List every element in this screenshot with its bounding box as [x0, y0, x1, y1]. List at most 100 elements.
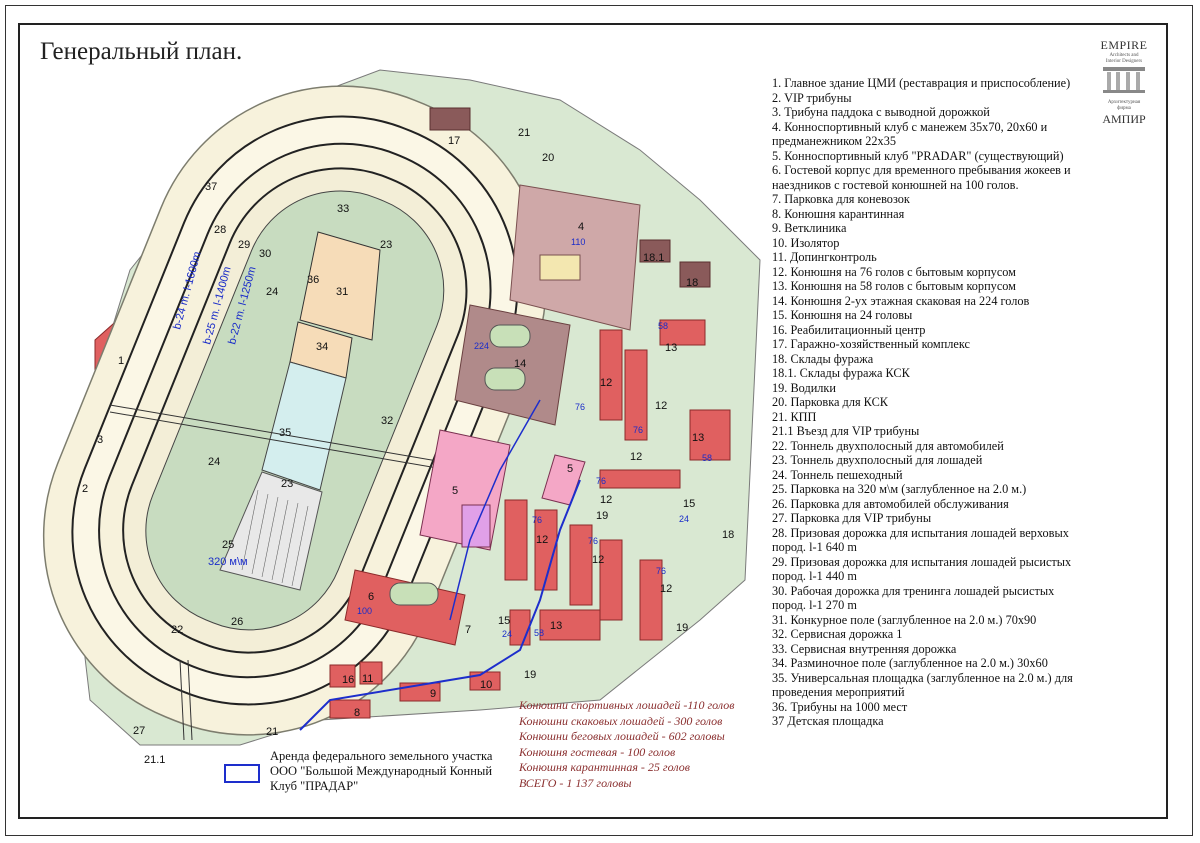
legend-item: 14. Конюшня 2-ух этажная скаковая на 224… — [772, 293, 1030, 308]
plan-number: 24 — [208, 456, 220, 468]
parking-stalls — [241, 489, 309, 587]
legend-item: 36. Трибуны на 1000 мест — [772, 699, 908, 714]
plan-number: 25 — [222, 539, 234, 551]
legend-item: 32. Сервисная дорожка 1 — [772, 627, 903, 641]
legend-item: 30. Рабочая дорожка для тренинга лошадей… — [772, 583, 1058, 613]
plan-number: 21.1 — [144, 754, 165, 766]
plan-number: 12 — [630, 451, 642, 463]
tunnel-line — [109, 404, 491, 471]
capacity-number: 76 — [656, 566, 666, 576]
logo-brand: EMPIRE — [1100, 38, 1148, 52]
stats-line: ВСЕГО - 1 137 головы — [519, 775, 632, 790]
plan-number: 12 — [536, 534, 548, 546]
legend-item: 28. Призовая дорожка для испытания лошад… — [772, 525, 1072, 555]
plan-number: 21 — [266, 726, 278, 738]
plan-number: 12 — [592, 554, 604, 566]
plan-number: 8 — [354, 707, 360, 719]
plan-number: 31 — [336, 286, 348, 298]
capacity-number: 76 — [588, 536, 598, 546]
legend-item: 21. КПП — [772, 409, 817, 424]
lease-boundary — [299, 479, 581, 731]
plan-number: 5 — [452, 485, 458, 497]
tunnel-line — [187, 659, 193, 741]
plan-number: 14 — [514, 358, 526, 370]
legend-item: 21.1 Въезд для VIP трибуны — [772, 424, 920, 438]
legend-list: 1. Главное здание ЦМИ (реставрация и при… — [772, 76, 1082, 729]
plan-number: 4 — [578, 221, 584, 233]
walker — [484, 367, 526, 391]
storage-blocks — [429, 107, 711, 288]
capacity-number: 24 — [679, 514, 689, 524]
lease-legend-swatch — [224, 764, 260, 783]
legend-item: 35. Универсальная площадка (заглубленное… — [772, 670, 1076, 700]
plan-number: 15 — [683, 498, 695, 510]
plan-number: 17 — [448, 135, 460, 147]
plan-number: 1 — [118, 355, 124, 367]
plan-number: 5 — [567, 463, 573, 475]
legend-item: 15. Конюшня на 24 головы — [772, 308, 913, 322]
jumping-field — [299, 231, 381, 341]
walker — [489, 324, 531, 348]
legend-item: 16. Реабилитационный центр — [772, 322, 926, 337]
capacity-number: 76 — [633, 425, 643, 435]
plan-number: 3 — [97, 434, 103, 446]
plan-number: 34 — [316, 341, 328, 353]
logo-sub-line: Interior Designers — [1105, 59, 1143, 64]
legend-item: 19. Водилки — [772, 380, 836, 395]
legend-item: 11. Допингконтроль — [772, 250, 877, 264]
company-logo: EMPIRE Architects and Interior Designers… — [1093, 38, 1155, 127]
lease-legend-text: Аренда федерального земельного участка О… — [270, 749, 493, 793]
plan-number: 36 — [307, 274, 319, 286]
plan-number: 29 — [238, 239, 250, 251]
legend-item: 18. Склады фуража — [772, 351, 874, 366]
legend-item: 23. Тоннель двухполосный для лошадей — [772, 453, 983, 467]
plan-number: 18 — [722, 529, 734, 541]
plan-number: 19 — [524, 669, 536, 681]
plan-number: 13 — [692, 432, 704, 444]
legend-item: 25. Парковка на 320 м\м (заглубленное на… — [772, 482, 1027, 496]
plan-number: 28 — [214, 224, 226, 236]
capacity-number: 76 — [532, 515, 542, 525]
plan-number: 12 — [660, 583, 672, 595]
plan-number: 15 — [498, 615, 510, 627]
walker — [389, 582, 439, 606]
legend-item: 27. Парковка для VIP трибуны — [772, 511, 932, 525]
legend-item: 3. Трибуна паддока с выводной дорожкой — [772, 105, 990, 119]
legend-item: 37 Детская площадка — [772, 714, 884, 728]
logo-firm-line: фирма — [1117, 106, 1131, 111]
plan-number: 11 — [362, 673, 373, 685]
plan-number: 22 — [171, 624, 183, 636]
plan-number: 16 — [342, 674, 354, 686]
logo-sub-line: Architects and — [1109, 53, 1139, 58]
plan-number: 19 — [596, 510, 608, 522]
logo-brand-ru: АМПИР — [1102, 112, 1146, 126]
legend-item: 6. Гостевой корпус для временного пребыв… — [772, 163, 1074, 192]
plan-number: 9 — [430, 688, 436, 700]
plan-number: 24 — [266, 286, 278, 298]
columns-icon — [1103, 67, 1145, 93]
parking-capacity-label: 320 м\м — [208, 556, 248, 568]
plan-number: 10 — [480, 679, 492, 691]
plan-number: 27 — [133, 725, 145, 737]
plan-number: 26 — [231, 616, 243, 628]
stats-line: Конюшни спортивных лошадей -110 голов — [519, 698, 735, 712]
legend-item: 5. Конноспортивный клуб "PRADAR" (сущест… — [772, 148, 1064, 163]
plan-number: 23 — [380, 239, 392, 251]
lease-boundary — [449, 399, 541, 621]
race-stable-224 — [454, 304, 571, 426]
plan-number: 35 — [279, 427, 291, 439]
plan-number: 18.1 — [643, 252, 664, 264]
legend-item: 7. Парковка для коневозок — [772, 192, 910, 206]
legend-item: 33. Сервисная внутренняя дорожка — [772, 641, 957, 656]
plan-number: 13 — [665, 342, 677, 354]
plan-number: 12 — [655, 400, 667, 412]
stats-line: Конюшня гостевая - 100 голов — [519, 744, 676, 759]
legend-item: 24. Тоннель пешеходный — [772, 467, 903, 482]
plan-number: 18 — [686, 277, 698, 289]
legend-item: 8. Конюшня карантинная — [772, 206, 905, 221]
drawing-frame — [18, 23, 1168, 819]
capacity-number: 58 — [658, 321, 668, 331]
page-title: Генеральный план. — [40, 38, 243, 65]
capacity-number: 100 — [357, 606, 372, 616]
outer-frame — [5, 5, 1193, 836]
